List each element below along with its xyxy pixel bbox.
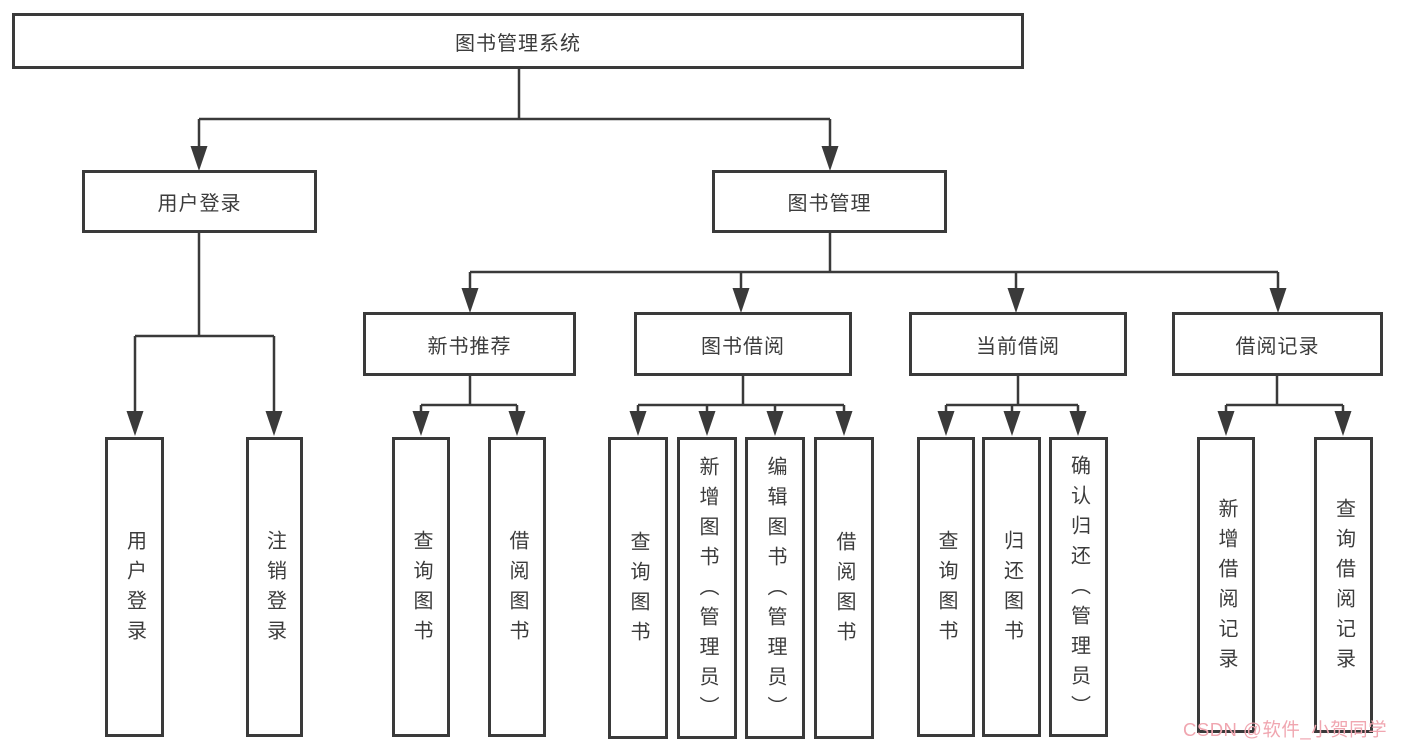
- leaf-br-add-record: 新增借阅记录: [1197, 437, 1255, 733]
- leaf-cb-query-books: 查询图书: [917, 437, 975, 737]
- connector-book-borrow: [636, 376, 846, 414]
- node-user-login: 用户登录: [82, 170, 317, 233]
- arrow-down-icon: [732, 288, 750, 313]
- node-new-book-recommend: 新书推荐: [363, 312, 576, 376]
- leaf-bb-query-books: 查询图书: [608, 437, 668, 739]
- arrow-down-icon: [835, 411, 853, 436]
- arrow-down-icon: [1003, 411, 1021, 436]
- leaf-bb-edit-books-admin: 编辑图书（管理员）: [745, 437, 805, 739]
- arrow-down-icon: [821, 146, 839, 171]
- arrow-down-icon: [412, 411, 430, 436]
- node-borrow-records: 借阅记录: [1172, 312, 1383, 376]
- arrow-down-icon: [265, 411, 283, 436]
- node-book-management: 图书管理: [712, 170, 947, 233]
- arrow-down-icon: [1217, 411, 1235, 436]
- leaf-logout: 注销登录: [246, 437, 303, 737]
- connector-new-book-recommend: [419, 376, 519, 414]
- arrow-down-icon: [629, 411, 647, 436]
- leaf-user-login: 用户登录: [105, 437, 164, 737]
- arrow-down-icon: [1269, 288, 1287, 313]
- node-root-system: 图书管理系统: [12, 13, 1024, 69]
- arrow-down-icon: [190, 146, 208, 171]
- watermark: CSDN @软件_小贺同学: [1183, 719, 1388, 740]
- leaf-nb-borrow-books: 借阅图书: [488, 437, 546, 737]
- leaf-bb-add-books-admin: 新增图书（管理员）: [677, 437, 737, 739]
- connector-root: [197, 69, 832, 150]
- node-current-borrow: 当前借阅: [909, 312, 1127, 376]
- arrow-down-icon: [461, 288, 479, 313]
- arrow-down-icon: [1334, 411, 1352, 436]
- arrow-down-icon: [766, 411, 784, 436]
- connector-current-borrow: [944, 376, 1080, 414]
- node-book-borrow: 图书借阅: [634, 312, 852, 376]
- arrow-down-icon: [508, 411, 526, 436]
- leaf-cb-return-books: 归还图书: [982, 437, 1041, 737]
- arrow-down-icon: [1069, 411, 1087, 436]
- connector-user-login: [133, 233, 276, 413]
- arrow-down-icon: [126, 411, 144, 436]
- leaf-cb-confirm-return-admin: 确认归还（管理员）: [1049, 437, 1108, 737]
- leaf-nb-query-books: 查询图书: [392, 437, 450, 737]
- arrow-down-icon: [698, 411, 716, 436]
- arrow-down-icon: [1007, 288, 1025, 313]
- connector-book-management: [468, 233, 1280, 290]
- connector-borrow-records: [1224, 376, 1345, 414]
- arrow-down-icon: [937, 411, 955, 436]
- leaf-bb-borrow-books: 借阅图书: [814, 437, 874, 739]
- leaf-br-query-record: 查询借阅记录: [1314, 437, 1373, 733]
